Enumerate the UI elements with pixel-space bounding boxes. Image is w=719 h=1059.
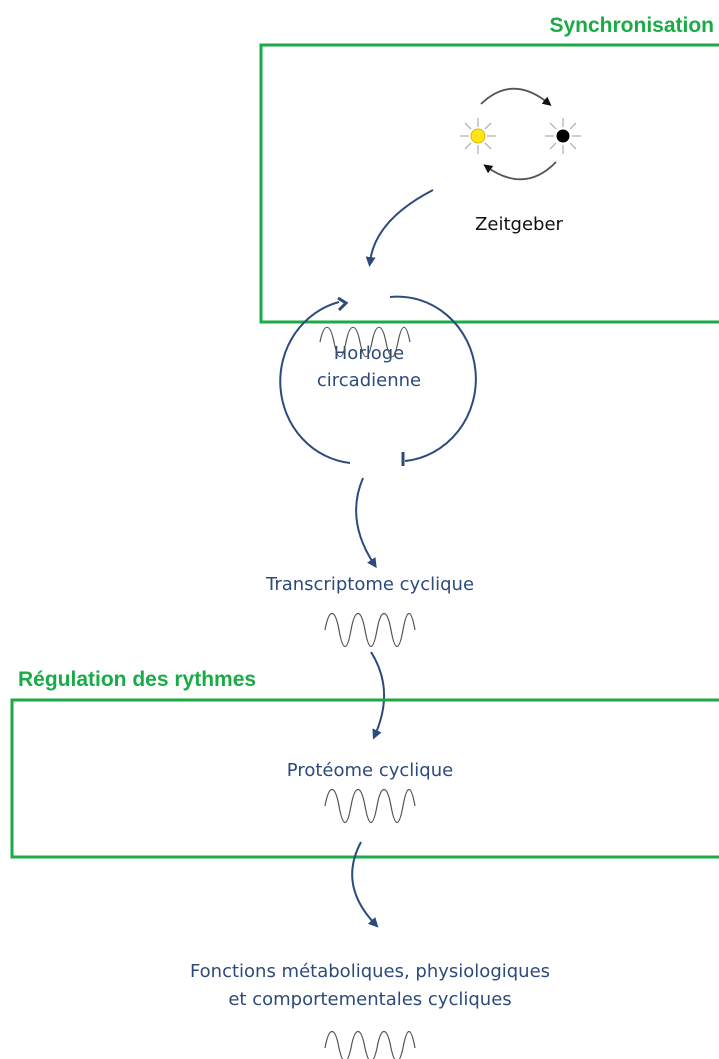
regulation-frame (10, 698, 719, 859)
transcriptome-wave-icon (324, 612, 416, 648)
synchronisation-box: Synchronisation (259, 14, 719, 324)
regulation-title: Régulation des rythmes (18, 668, 256, 691)
proteome-wave-icon (324, 788, 416, 824)
functions-node: Fonctions métaboliques, physiologiques e… (190, 961, 550, 1059)
functions-wave-icon (324, 1030, 416, 1059)
clock-label-line2: circadienne (317, 370, 421, 391)
functions-label-line2: et comportementales cycliques (228, 989, 511, 1010)
proteome-to-functions-arrow (351, 841, 379, 928)
synchronisation-frame (259, 43, 719, 324)
clock-wave-icon (319, 326, 411, 358)
moon-icon (545, 118, 581, 154)
clock-to-transcriptome-arrow (355, 477, 377, 569)
sun-icon (460, 118, 496, 154)
synchronisation-title: Synchronisation (549, 14, 714, 37)
clock-loop-left (279, 301, 351, 464)
proteome-label: Protéome cyclique (287, 760, 453, 781)
functions-label-line1: Fonctions métaboliques, physiologiques (190, 961, 550, 982)
transcriptome-label: Transcriptome cyclique (265, 574, 474, 595)
clock-loop-right (389, 295, 477, 462)
cycle-arrows-icon (480, 87, 557, 181)
transcriptome-node: Transcriptome cyclique (265, 574, 474, 648)
clock-loop-arrowhead (337, 296, 349, 312)
regulation-box: Régulation des rythmes Protéome cyclique (10, 668, 719, 859)
transcriptome-to-proteome-arrow (370, 651, 385, 740)
circadian-clock: Horloge circadienne (279, 295, 477, 466)
zeitgeber-to-clock-arrow (365, 189, 434, 267)
zeitgeber-label: Zeitgeber (475, 214, 563, 235)
